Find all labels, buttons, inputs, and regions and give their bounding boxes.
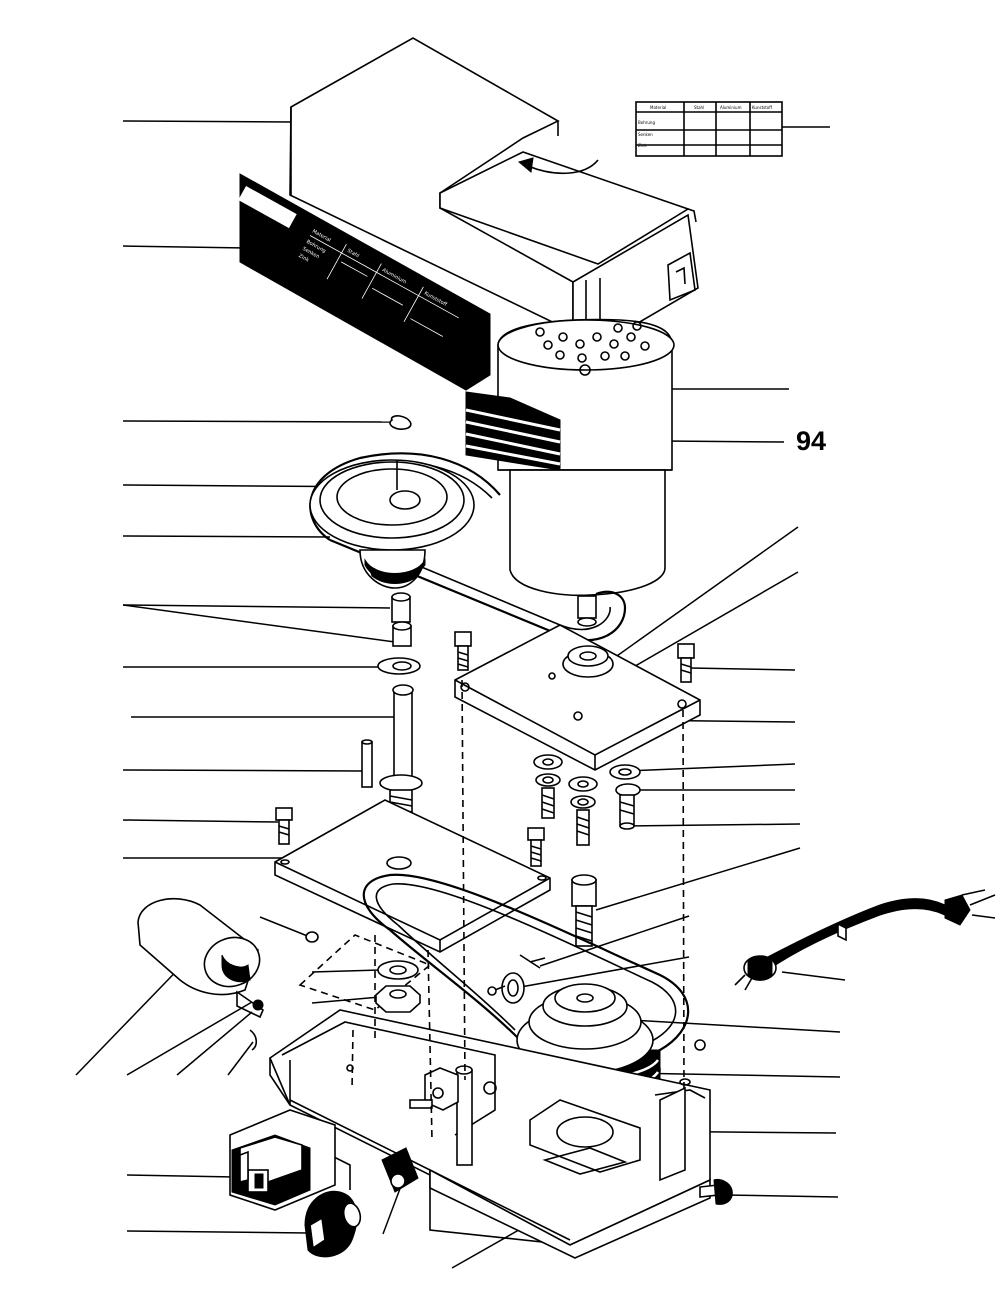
motor-mount-plate [454,624,701,771]
small-table-header-kunststoff: Kunststoff [752,105,772,110]
small-table-header-stahl: Stahl [694,105,704,110]
large-table-row-zink: Zink [297,253,310,264]
belt-guard-cover [289,37,699,346]
leader-lines-left [75,120,562,1269]
large-table-header-stahl: Stahl [346,248,360,259]
motor [465,318,675,627]
small-table-row-zink: Zink [638,143,647,148]
part-number-94: 94 [796,426,827,456]
speed-label-plate: Material Stahl Aluminium Kunststoff Bohr… [238,173,491,391]
motor-vent-holes [535,321,650,376]
motor-bolt [571,874,597,947]
power-cord [734,889,996,991]
small-table-row-senken: Senken [638,132,653,137]
screws-upper [454,631,695,683]
speed-table-small: Material Stahl Aluminium Kunststoff Bohr… [635,101,783,157]
capacitor [137,897,264,1051]
tensioner-parts [305,931,546,1004]
small-table-header-material: Material [650,105,666,110]
speed-knob [304,1190,362,1258]
base-housing [269,1009,711,1259]
small-table-row-bohrung: Bohrung [638,120,655,125]
spindle-parts [361,592,423,831]
washers-and-bolts [275,754,641,867]
thumb-screw [699,1179,733,1205]
nut-and-washer [298,934,432,1013]
spindle-pulley [309,415,475,589]
leader-lines-right [514,126,846,1198]
small-table-header-aluminium: Aluminium [720,105,742,110]
main-switch [229,1109,336,1211]
assembly-dashed-lines [351,679,685,1141]
